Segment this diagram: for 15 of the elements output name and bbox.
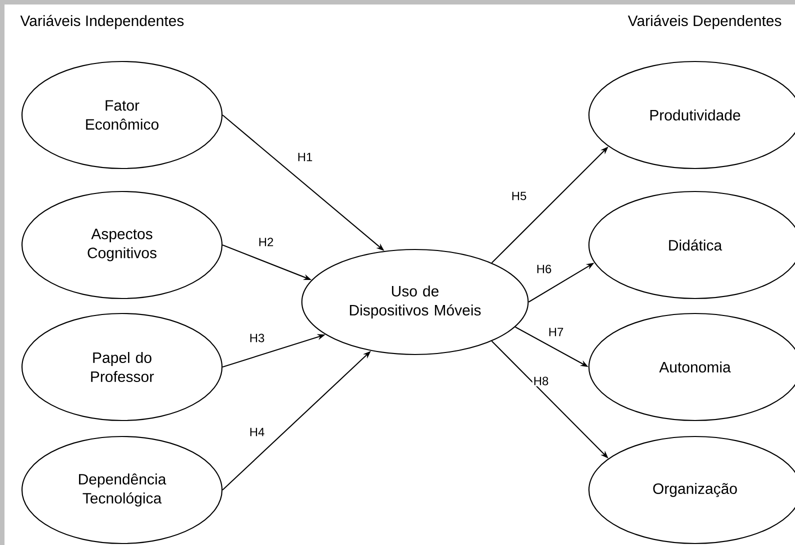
edge-label: H8: [534, 376, 548, 386]
ellipse-node: Papel do Professor: [21, 312, 223, 422]
edge-label: H6: [537, 264, 552, 274]
ellipse-node: Dependência Tecnológica: [21, 436, 223, 544]
edge-label: H5: [512, 192, 526, 200]
section-heading: Variáveis Dependentes: [628, 14, 782, 30]
edge-label: H3: [250, 334, 264, 342]
section-heading: Variáveis Independentes: [20, 14, 184, 30]
ellipse-node: Fator Econômico: [21, 60, 223, 170]
edge-label: H2: [259, 238, 274, 246]
ellipse-node: Uso de Dispositivos Móveis: [301, 248, 529, 356]
edge-label: H7: [549, 328, 564, 336]
ellipse-node: Aspectos Cognitivos: [21, 190, 223, 300]
edge-label: H4: [250, 428, 264, 436]
edge-label: H1: [298, 152, 312, 162]
